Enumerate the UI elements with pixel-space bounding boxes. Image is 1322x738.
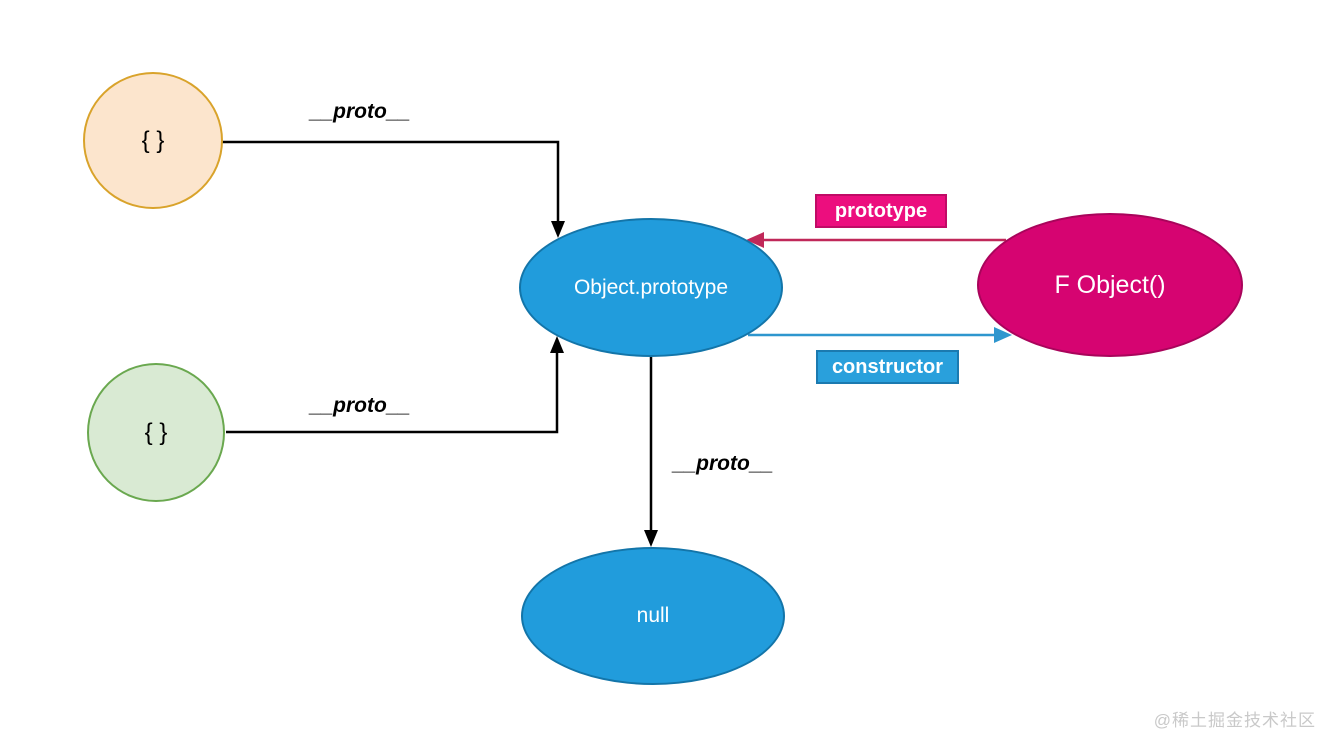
node-object-prototype-label: Object.prototype: [573, 275, 729, 299]
proto-label-literal1: __proto__: [309, 100, 411, 123]
node-object-literal-2: { }: [87, 363, 225, 502]
constructor-badge: constructor: [816, 350, 959, 384]
node-f-object-label: F Object(): [1054, 270, 1166, 299]
node-f-object: F Object(): [977, 213, 1243, 357]
node-object-literal-1-label: { }: [141, 126, 165, 154]
node-null: null: [521, 547, 785, 685]
node-object-literal-2-label: { }: [144, 418, 168, 446]
constructor-badge-label: constructor: [831, 355, 944, 378]
arrowhead-down-into-object-prototype-icon: [551, 221, 565, 238]
watermark: @稀土掘金技术社区: [1153, 711, 1316, 730]
proto-label-literal2: __proto__: [309, 394, 411, 417]
node-object-literal-1: { }: [83, 72, 223, 209]
node-null-label: null: [636, 604, 670, 627]
arrowhead-right-into-f-object-icon: [994, 327, 1012, 343]
proto-label-to-null: __proto__: [672, 452, 774, 475]
proto-edge-literal1-line: [222, 140, 560, 221]
node-object-prototype: Object.prototype: [519, 218, 783, 357]
arrowhead-up-into-object-prototype-icon: [550, 336, 564, 353]
arrowhead-left-into-object-prototype-icon: [746, 232, 764, 248]
prototype-badge: prototype: [815, 194, 947, 228]
prototype-badge-label: prototype: [834, 199, 928, 222]
arrowhead-down-into-null-icon: [644, 530, 658, 547]
proto-edge-literal2-line: [226, 352, 559, 434]
